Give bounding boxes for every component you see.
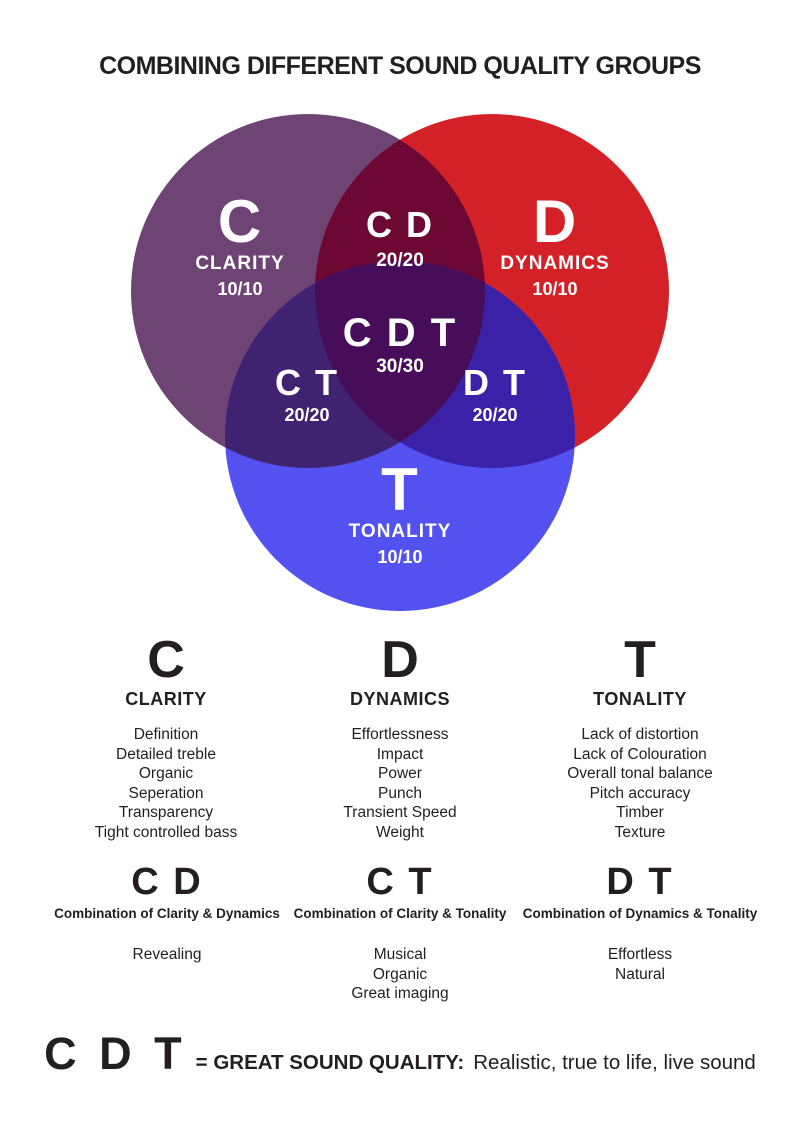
dt-region-label: D T 20/20 (415, 364, 575, 426)
cdt-letter: C D T (342, 311, 458, 355)
dt-score: 20/20 (472, 405, 518, 425)
dt-combination-list: Effortless Natural (510, 945, 770, 984)
dynamics-score: 10/10 (532, 279, 578, 299)
tonality-group-name: TONALITY (593, 689, 687, 709)
clarity-name: CLARITY (195, 253, 285, 274)
list-item: Seperation (128, 784, 204, 802)
tonality-letter: T (381, 456, 419, 523)
dynamics-group-letter: D (381, 631, 419, 689)
list-item: Revealing (132, 946, 202, 963)
dynamics-letter: D (532, 188, 578, 255)
cd-score: 20/20 (376, 250, 424, 271)
cdt-score: 30/30 (376, 356, 424, 377)
dt-combination-caption: Combination of Dynamics & Tonality (522, 906, 758, 921)
list-item: Organic (138, 765, 194, 782)
ct-score: 20/20 (284, 405, 330, 425)
ct-letter: C T (275, 362, 339, 403)
tonality-score: 10/10 (377, 547, 423, 567)
summary-description: Realistic, true to life, live sound (473, 1051, 756, 1074)
list-item: Lack of Colouration (573, 745, 707, 763)
list-item: Natural (615, 965, 665, 983)
list-item: Power (378, 765, 422, 782)
cd-combination-list: Revealing (37, 945, 297, 965)
list-item: Impact (376, 745, 424, 763)
ct-combination-list: Musical Organic Great imaging (270, 945, 530, 1004)
tonality-group-column: T TONALITY Lack of distortion Lack of Co… (520, 634, 760, 842)
venn-circles (131, 114, 669, 611)
cdt-region-label: C D T 30/30 (310, 312, 490, 379)
cd-region-label: C D 20/20 (320, 206, 480, 273)
clarity-group-letter: C (147, 631, 185, 689)
summary-equals-label: = GREAT SOUND QUALITY: (195, 1051, 465, 1074)
ct-combination-letter: C T (366, 861, 434, 903)
list-item: Weight (376, 823, 424, 841)
cd-letter: C D (366, 204, 434, 245)
dynamics-region-label: D DYNAMICS 10/10 (455, 192, 655, 300)
clarity-group-name: CLARITY (125, 689, 207, 709)
dynamics-group-list: Effortlessness Impact Power Punch Transi… (280, 725, 520, 842)
list-item: Lack of distortion (581, 726, 699, 743)
list-item: Musical (373, 946, 427, 963)
list-item: Definition (133, 726, 199, 743)
list-item: Pitch accuracy (589, 784, 691, 802)
tonality-group-list: Lack of distortion Lack of Colouration O… (520, 725, 760, 842)
tonality-region-label: T TONALITY 10/10 (300, 460, 500, 568)
triple-overlap (315, 261, 485, 468)
tonality-name: TONALITY (348, 521, 452, 542)
list-item: Timber (616, 804, 664, 821)
dynamics-group-name: DYNAMICS (349, 689, 450, 709)
list-item: Overall tonal balance (567, 765, 713, 782)
ct-combination-caption: Combination of Clarity & Tonality (293, 906, 507, 921)
summary-line: C D T = GREAT SOUND QUALITY: Realistic, … (0, 1028, 800, 1080)
ct-region-label: C T 20/20 (227, 364, 387, 426)
clarity-region-label: C CLARITY 10/10 (140, 192, 340, 300)
list-item: Texture (614, 823, 666, 841)
ct-combination-column: C T Combination of Clarity & Tonality Mu… (270, 862, 530, 1004)
cd-combination-caption: Combination of Clarity & Dynamics (54, 906, 280, 921)
dynamics-group-column: D DYNAMICS Effortlessness Impact Power P… (280, 634, 520, 842)
list-item: Tight controlled bass (94, 823, 238, 841)
cd-combination-letter: C D (131, 861, 203, 903)
tonality-group-letter: T (624, 631, 656, 689)
cd-combination-column: C D Combination of Clarity & Dynamics Re… (37, 862, 297, 965)
list-item: Punch (378, 784, 422, 802)
list-item: Detailed treble (116, 745, 216, 763)
list-item: Organic (372, 965, 428, 983)
list-item: Great imaging (351, 985, 449, 1002)
list-item: Effortless (607, 946, 673, 963)
dt-combination-letter: D T (606, 861, 674, 903)
clarity-group-list: Definition Detailed treble Organic Seper… (46, 725, 286, 842)
dt-letter: D T (463, 362, 527, 403)
dynamics-name: DYNAMICS (500, 253, 610, 274)
clarity-score: 10/10 (217, 279, 263, 299)
dt-combination-column: D T Combination of Dynamics & Tonality E… (510, 862, 770, 984)
list-item: Transient Speed (343, 804, 457, 821)
clarity-letter: C (217, 188, 263, 255)
list-item: Effortlessness (351, 726, 449, 743)
clarity-group-column: C CLARITY Definition Detailed treble Org… (46, 634, 286, 842)
list-item: Transparency (118, 804, 214, 821)
page-title: COMBINING DIFFERENT SOUND QUALITY GROUPS (99, 52, 701, 80)
summary-letters: C D T (44, 1028, 187, 1079)
